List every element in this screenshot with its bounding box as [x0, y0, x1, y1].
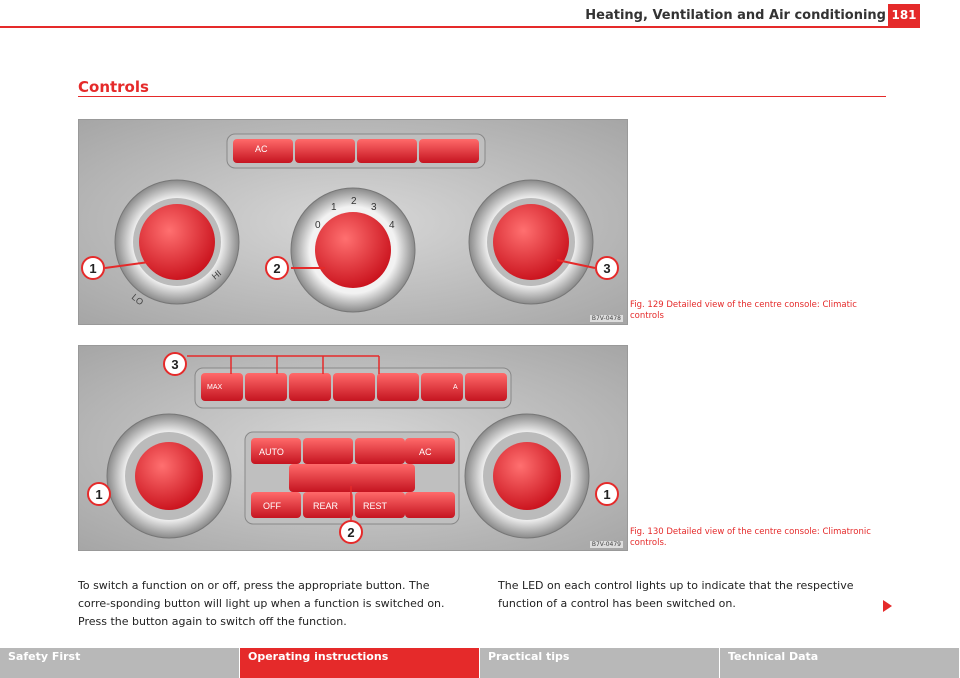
ac-button-label-2: AC	[419, 447, 432, 457]
callout-1b-left: 1	[95, 487, 102, 502]
button-strip-top: AC	[233, 139, 479, 163]
footer-nav: Safety First Operating instructions Prac…	[0, 648, 960, 678]
climatic-controls-illustration: AC LO HI 0 1 2 3 4 1 2 3	[79, 120, 627, 324]
figure-climatronic-controls: MAX A AUTO AC OFF REAR REST	[78, 345, 628, 551]
svg-text:2: 2	[351, 196, 357, 207]
rest-button-label: REST	[363, 501, 388, 511]
section-rule	[78, 96, 886, 97]
ac-button-label: AC	[255, 144, 268, 154]
figure-caption-130: Fig. 130 Detailed view of the centre con…	[630, 527, 871, 549]
callout-1: 1	[89, 261, 96, 276]
svg-text:0: 0	[315, 220, 321, 231]
header-title: Heating, Ventilation and Air conditionin…	[585, 8, 886, 23]
tab-technical-data[interactable]: Technical Data	[720, 648, 960, 678]
callout-2b: 2	[347, 525, 354, 540]
figure-climatic-controls: AC LO HI 0 1 2 3 4 1 2 3	[78, 119, 628, 325]
header-rule	[0, 26, 920, 28]
tab-safety-first[interactable]: Safety First	[0, 648, 240, 678]
off-button-label: OFF	[263, 501, 281, 511]
rear-button-label: REAR	[313, 501, 339, 511]
svg-text:1: 1	[331, 202, 337, 213]
tab-practical-tips[interactable]: Practical tips	[480, 648, 720, 678]
figure-code: B7V-0478	[589, 315, 623, 322]
body-paragraph-right: The LED on each control lights up to ind…	[498, 579, 854, 610]
svg-text:4: 4	[389, 220, 395, 231]
callouts-fig129	[81, 256, 619, 280]
svg-text:A: A	[453, 384, 458, 391]
callout-3b: 3	[171, 357, 178, 372]
svg-text:3: 3	[371, 202, 377, 213]
callout-2: 2	[273, 261, 280, 276]
section-title: Controls	[78, 78, 149, 96]
auto-button-label: AUTO	[259, 447, 284, 457]
button-strip-top-climatronic: MAX A	[201, 373, 507, 401]
svg-text:MAX: MAX	[207, 384, 223, 391]
page-number: 181	[888, 4, 920, 26]
tab-operating-instructions[interactable]: Operating instructions	[240, 648, 480, 678]
climatronic-controls-illustration: MAX A AUTO AC OFF REAR REST	[79, 346, 627, 550]
figure-code-2: B7V-0479	[589, 541, 623, 548]
body-paragraph-left: To switch a function on or off, press th…	[78, 579, 445, 628]
callout-3: 3	[603, 261, 610, 276]
callout-1b-right: 1	[603, 487, 610, 502]
figure-caption-129: Fig. 129 Detailed view of the centre con…	[630, 300, 857, 322]
continue-arrow-icon	[883, 600, 892, 612]
